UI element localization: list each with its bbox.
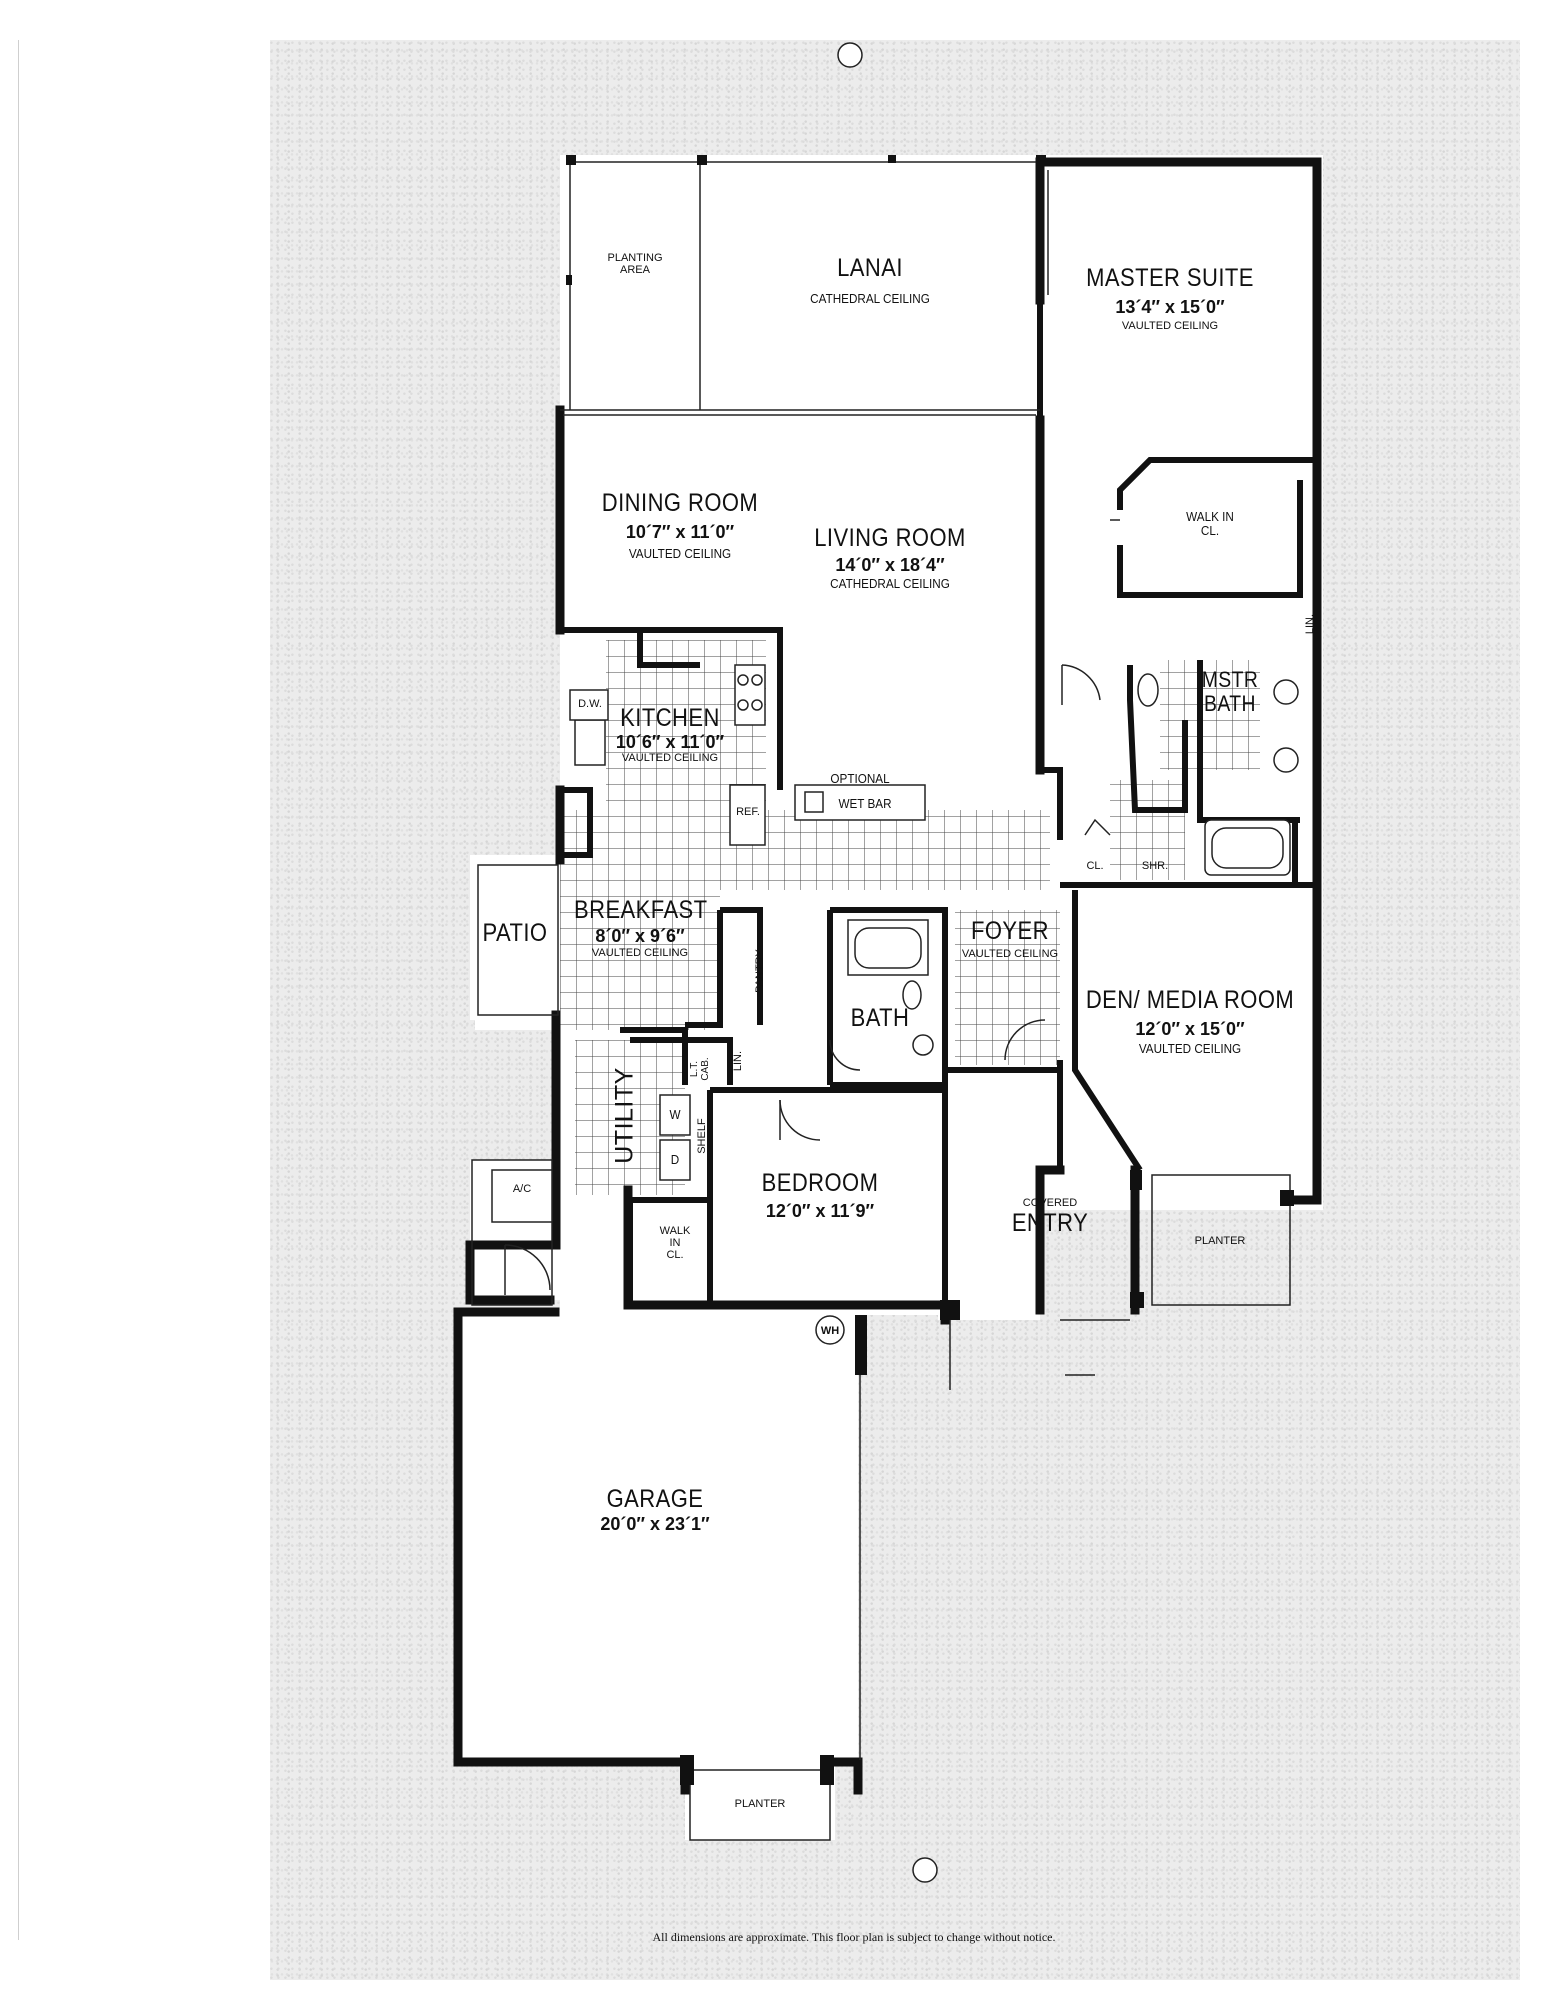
washer-box — [659, 1094, 691, 1136]
foyer-tile — [955, 910, 1060, 1065]
master-walk-in-closet-label: WALK IN CL. — [1186, 509, 1234, 539]
water-heater — [815, 1315, 845, 1345]
wet-bar-optional-label: OPTIONAL — [830, 771, 890, 786]
bath-label: BATH — [850, 1004, 910, 1032]
garage-dims: 20´0″ x 23´1″ — [600, 1514, 710, 1534]
master-toilet — [1137, 673, 1159, 707]
utility-label: UTILITY — [610, 1067, 639, 1164]
shower-tile — [1110, 780, 1185, 880]
master-bath-tile — [1160, 660, 1260, 770]
refrigerator-box — [729, 784, 766, 846]
covered-entry-label: ENTRY — [1011, 1209, 1089, 1237]
foyer-label: FOYER — [971, 917, 1049, 945]
bedroom-walk-in-closet-label: WALK IN CL. — [659, 1225, 691, 1262]
living-room-label: LIVING ROOM — [814, 524, 966, 552]
master-linen-label: LIN. — [1303, 613, 1316, 635]
dishwasher-box — [569, 689, 609, 721]
fixtures — [491, 42, 1299, 1883]
dining-room-label: DINING ROOM — [601, 489, 759, 517]
living-room-dims: 14´0″ x 18´4″ — [835, 555, 945, 575]
garage-label: GARAGE — [606, 1485, 704, 1513]
washer-label: W — [669, 1107, 681, 1122]
garage-planter-label: PLANTER — [734, 1798, 786, 1810]
patio-label: PATIO — [482, 919, 548, 947]
ac-unit — [491, 1169, 553, 1223]
planting-area-label: PLANTING AREA — [607, 252, 663, 277]
yard-circle — [912, 1857, 938, 1883]
breakfast-ceiling: VAULTED CEILING — [591, 947, 689, 959]
bedroom-dims: 12´0″ x 11´9″ — [765, 1201, 875, 1221]
master-sink-2 — [1273, 747, 1299, 773]
kitchen-sink — [574, 719, 606, 766]
top-circle — [837, 42, 863, 68]
living-room-ceiling: CATHEDRAL CEILING — [830, 576, 950, 591]
hall-sink — [912, 1034, 934, 1056]
breakfast-dims: 8´0″ x 9´6″ — [595, 926, 685, 946]
lt-cab-label: L.T. CAB. — [689, 1057, 711, 1081]
master-closet-label: CL. — [1086, 860, 1104, 872]
hall-tile — [560, 810, 1050, 890]
shelf-label: SHELF — [695, 1118, 708, 1154]
wet-bar-label: WET BAR — [838, 796, 892, 811]
cooktop — [734, 664, 766, 726]
thin-lines — [471, 161, 1291, 1841]
ac-label: A/C — [512, 1183, 532, 1195]
den-media-room-ceiling: VAULTED CEILING — [1138, 1041, 1242, 1056]
dining-room-ceiling: VAULTED CEILING — [628, 546, 732, 561]
kitchen-ceiling: VAULTED CEILING — [621, 752, 719, 764]
refrigerator-label: REF. — [736, 806, 760, 818]
door-swings — [504, 519, 1120, 1295]
front-planter-label: PLANTER — [1194, 1235, 1246, 1247]
columns — [566, 155, 1294, 1785]
den-media-room-label: DEN/ MEDIA ROOM — [1085, 986, 1295, 1014]
kitchen-label: KITCHEN — [620, 704, 720, 732]
scan-edge-line — [18, 40, 19, 1940]
shower-label: SHR. — [1141, 860, 1169, 872]
master-suite-dims: 13´4″ x 15´0″ — [1115, 297, 1225, 317]
breakfast-tile — [560, 890, 720, 1030]
den-media-room-dims: 12´0″ x 15´0″ — [1135, 1019, 1245, 1039]
interior-walls — [560, 300, 1317, 1305]
kitchen-dims: 10´6″ x 11´0″ — [615, 732, 725, 752]
master-sink-1 — [1273, 679, 1299, 705]
dining-room-dims: 10´7″ x 11´0″ — [625, 522, 735, 542]
dishwasher-label: D.W. — [578, 698, 602, 710]
water-heater-label: WH — [820, 1325, 840, 1337]
disclaimer-text: All dimensions are approximate. This flo… — [652, 1930, 1056, 1944]
master-suite-label: MASTER SUITE — [1086, 264, 1254, 292]
hall-toilet — [902, 980, 922, 1010]
lanai-label: LANAI — [837, 254, 903, 282]
foyer-ceiling: VAULTED CEILING — [961, 948, 1059, 960]
covered-entry-note: COVERED — [1022, 1197, 1078, 1209]
dryer-label: D — [670, 1152, 680, 1167]
lanai-ceiling: CATHEDRAL CEILING — [810, 291, 930, 306]
master-suite-ceiling: VAULTED CEILING — [1121, 320, 1219, 332]
pantry-label: PANTRY — [753, 949, 766, 993]
hall-linen-label: LIN. — [731, 1050, 744, 1072]
dryer-box — [659, 1139, 691, 1181]
master-bath-label: MSTR BATH — [1201, 667, 1259, 717]
breakfast-label: BREAKFAST — [574, 896, 708, 924]
bedroom-label: BEDROOM — [761, 1169, 879, 1197]
